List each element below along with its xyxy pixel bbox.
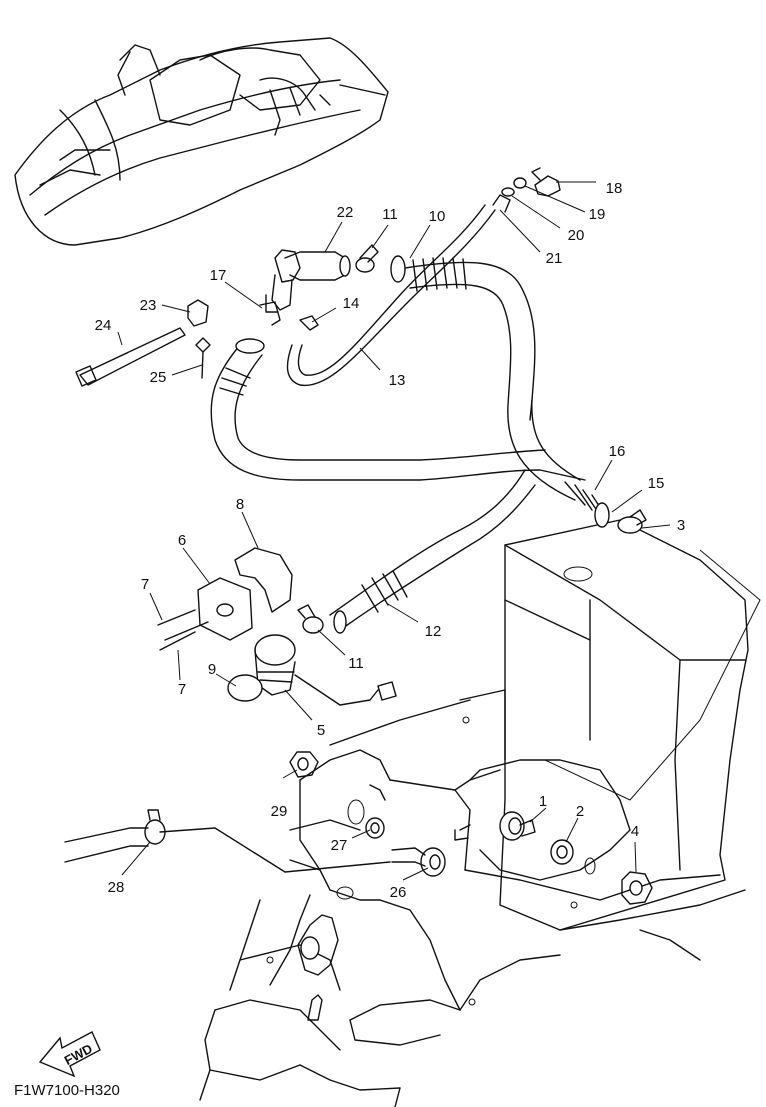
callout-3: 3 (677, 517, 685, 534)
hose-clamps (144, 194, 647, 845)
callout-21: 21 (546, 250, 563, 267)
callout-8: 8 (236, 496, 244, 513)
watercraft-overview-icon (14, 37, 389, 246)
callout-18: 18 (606, 180, 623, 197)
callout-5: 5 (317, 722, 325, 739)
callout-17: 17 (210, 267, 227, 284)
callout-7-top: 7 (141, 576, 149, 593)
callout-9: 9 (208, 661, 216, 678)
callout-28: 28 (108, 879, 125, 896)
callout-12: 12 (425, 623, 442, 640)
callout-27: 27 (331, 837, 348, 854)
clip-tie-rivet (75, 299, 211, 387)
bilge-pump-assembly (157, 547, 397, 706)
callout-1: 1 (539, 793, 547, 810)
callout-11-bottom: 11 (348, 655, 364, 672)
callout-4: 4 (631, 823, 639, 840)
callout-15: 15 (648, 475, 665, 492)
forward-arrow-icon: FWD (38, 1031, 101, 1078)
callout-20: 20 (568, 227, 585, 244)
callout-16: 16 (609, 443, 626, 460)
drain-fittings (289, 751, 653, 905)
callout-25: 25 (150, 369, 167, 386)
bolt-and-washers (501, 167, 561, 197)
leader-lines (117, 181, 761, 881)
callout-23: 23 (140, 297, 157, 314)
callout-13: 13 (389, 372, 406, 389)
corrugated-hose-joints (219, 255, 610, 634)
callout-10: 10 (429, 208, 446, 225)
callout-6: 6 (178, 532, 186, 549)
callout-29: 29 (271, 803, 288, 820)
callout-22: 22 (337, 204, 354, 221)
elbow-connector-icon (259, 249, 351, 326)
engine-compartment (199, 519, 749, 1107)
callout-7-bottom: 7 (178, 681, 186, 698)
callout-26: 26 (390, 884, 407, 901)
callout-14: 14 (343, 295, 360, 312)
callout-19: 19 (589, 206, 606, 223)
callout-24: 24 (95, 317, 112, 334)
callout-labels: 1 2 3 4 5 6 7 7 8 9 10 11 11 12 13 14 15… (95, 180, 686, 901)
drain-hose (64, 827, 391, 873)
hose-assembly (210, 204, 586, 631)
drawing-code: F1W7100-H320 (14, 1082, 120, 1099)
callout-2: 2 (576, 803, 584, 820)
callout-11-top: 11 (382, 206, 398, 223)
